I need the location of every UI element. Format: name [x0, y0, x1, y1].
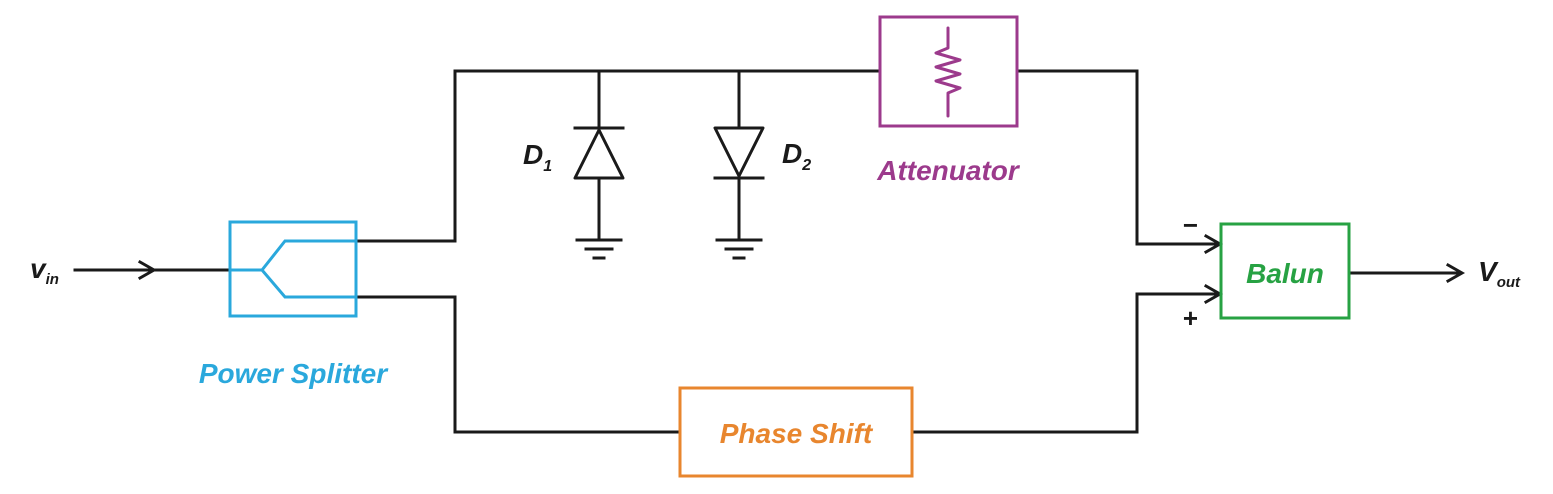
attenuator-to-balun-wire [1015, 69, 1220, 246]
power-splitter-label: Power Splitter [199, 358, 389, 389]
phaseshift-to-balun-wire [910, 292, 1220, 434]
upper-branch-wire [354, 69, 882, 243]
phase-shift-block [678, 386, 914, 478]
input-arrow-icon [137, 259, 158, 281]
attenuator-block [878, 15, 1019, 128]
ground-d2-icon [715, 238, 763, 260]
power-splitter-block [228, 220, 358, 318]
balun-box [1219, 222, 1351, 320]
diode-d2-triangle-icon [713, 126, 765, 178]
minus-sign-label: − [1182, 210, 1197, 240]
lower-branch-wire [354, 295, 682, 434]
d1-label: D1 [523, 139, 552, 175]
phase-shift-box [678, 386, 914, 478]
phase-shift-label: Phase Shift [720, 418, 874, 449]
output-arrow-icon [1445, 262, 1466, 284]
attenuator-box [878, 15, 1019, 128]
resistor-icon [934, 26, 962, 118]
splitter-icon [230, 239, 356, 299]
plus-sign-label: + [1182, 303, 1197, 333]
attenuator-label: Attenuator [876, 155, 1021, 186]
balun-label: Balun [1246, 258, 1324, 289]
diode-d1-triangle-icon [573, 128, 625, 180]
diode-d2 [713, 69, 765, 260]
d2-label: D2 [782, 138, 811, 174]
vout-label: Vout [1478, 256, 1521, 291]
diode-d1 [573, 69, 625, 260]
vin-label: vin [30, 253, 59, 288]
balun-block [1219, 222, 1351, 320]
ground-d1-icon [575, 238, 623, 260]
wires [73, 69, 1462, 434]
